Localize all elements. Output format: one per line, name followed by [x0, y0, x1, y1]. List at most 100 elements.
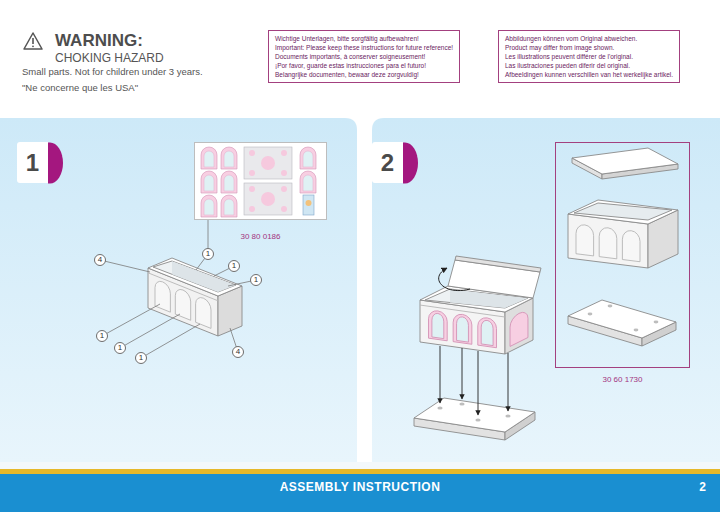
callout-text: 1 [115, 343, 125, 353]
sticker [281, 186, 287, 192]
base-plate [414, 398, 535, 440]
sticker [281, 170, 287, 176]
notice-line: Wichtige Unterlagen, bitte sorgfältig au… [275, 34, 453, 43]
footer-title: ASSEMBLY INSTRUCTION [0, 474, 720, 500]
sticker [300, 171, 316, 193]
insert-arrow [440, 346, 441, 403]
warning-heading: WARNING: [55, 31, 143, 51]
part-base [588, 313, 593, 316]
label-slot: CHOKING HAZARD [55, 51, 164, 65]
bath-tub [148, 273, 218, 331]
sticker [221, 195, 237, 217]
sticker [303, 195, 314, 215]
callout-text: 4 [233, 347, 243, 357]
sticker [306, 200, 312, 206]
part-tub [574, 203, 672, 220]
bath-tub [155, 279, 170, 312]
insert-arrow [462, 348, 463, 399]
sticker [249, 206, 255, 212]
sticker [303, 175, 313, 191]
sticker [221, 147, 237, 169]
rotate-arrow [439, 268, 470, 291]
sticker [249, 186, 255, 192]
notice-line: Afbeeldingen kunnen verschillen van het … [505, 70, 673, 79]
callout-text: 1 [136, 353, 146, 363]
part-base [634, 329, 639, 332]
bath-tub [457, 316, 469, 342]
part-number: 30 60 1730 [556, 374, 689, 385]
callout-text: 1 [97, 331, 107, 341]
base-plate [437, 407, 442, 410]
bath-tub [510, 309, 528, 347]
warning-symbol [24, 33, 42, 49]
notice-line: Product may differ from image shown. [505, 43, 673, 52]
sticker [249, 170, 255, 176]
bath-tub [420, 256, 541, 354]
step-number: 2 [372, 142, 403, 183]
notice-line: ¡Por favor, guarde estas instrucciones p… [275, 61, 453, 70]
part-lid [572, 148, 678, 174]
bath-tub [429, 310, 448, 341]
base-plate [505, 415, 510, 418]
page-number: 2 [0, 474, 720, 500]
sticker [201, 147, 316, 217]
sticker [201, 171, 217, 193]
sticker [201, 195, 217, 217]
parts-box: 30 60 1730 [555, 142, 690, 368]
callout-text: 1 [251, 275, 261, 285]
leader-line [141, 324, 200, 358]
sticker [303, 151, 313, 167]
sticker [204, 151, 214, 167]
callout-text: 4 [95, 255, 105, 265]
warning-text: Small parts. Not for children under 3 ye… [22, 66, 203, 78]
warning-text: CHOKING HAZARD [55, 51, 164, 65]
base-plate [459, 403, 464, 406]
bath-tub [420, 305, 505, 349]
step-tab [403, 143, 418, 184]
sticker [281, 150, 287, 156]
sticker-sheet: 30 80 0186 [194, 142, 327, 220]
notice-line: Important: Please keep these instruction… [275, 43, 453, 52]
label-slot: WARNING: [55, 31, 143, 51]
part-tub [622, 230, 640, 262]
notice-line: Belangrijke documenten, bewaar deze zorg… [275, 70, 453, 79]
sticker [261, 156, 275, 170]
sticker [204, 199, 214, 215]
divider-band [0, 462, 720, 470]
leader-line [208, 220, 209, 248]
sticker-sheet [194, 142, 327, 220]
sticker [249, 150, 255, 156]
leader-line [100, 260, 150, 272]
warning-note: "Ne concerne que les USA" [22, 82, 138, 94]
bath-tub [432, 313, 444, 339]
base-plate [414, 398, 535, 432]
notice-line: Las ilustraciones pueden diferir del ori… [505, 61, 673, 70]
warning-symbol [32, 38, 34, 44]
sticker [300, 147, 316, 169]
sticker [224, 175, 234, 191]
base-plate [475, 419, 480, 422]
part-base [568, 300, 676, 338]
notice-box: Abbildungen können vom Original abweiche… [498, 30, 680, 83]
sticker-sheet [194, 142, 327, 220]
bath-tub [510, 309, 528, 347]
part-tub [568, 200, 678, 268]
sticker [201, 147, 217, 169]
sticker [221, 171, 237, 193]
step-number: 1 [17, 142, 48, 183]
sticker [221, 171, 237, 193]
callout-text: 1 [229, 261, 239, 271]
sticker [201, 171, 217, 193]
leader-line [100, 254, 256, 358]
sticker [261, 192, 275, 206]
warning-symbol [32, 45, 34, 47]
sticker [244, 147, 292, 179]
sticker [221, 147, 237, 169]
footer-band: ASSEMBLY INSTRUCTION2 [0, 474, 720, 512]
step-tab [48, 143, 63, 184]
step-panel [0, 118, 720, 462]
sticker [201, 195, 217, 217]
callout-number: 1 [135, 352, 147, 364]
warning-symbol [24, 33, 42, 49]
